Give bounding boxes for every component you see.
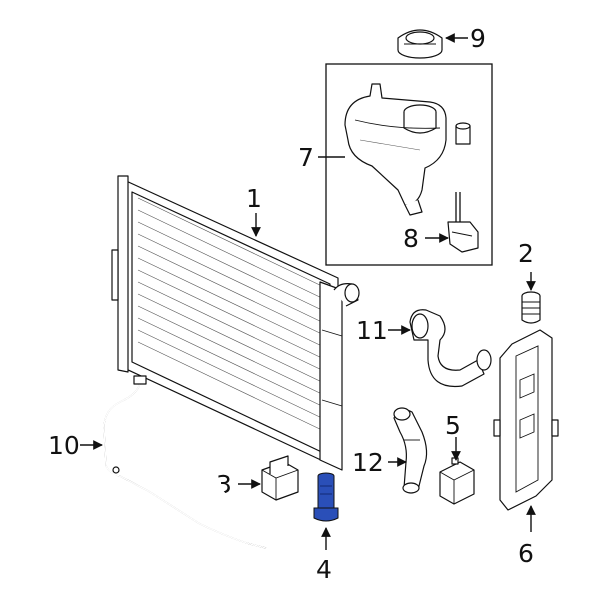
callout-10[interactable]: 10	[48, 431, 80, 460]
radiator-mount-part[interactable]	[261, 455, 299, 501]
bushing-part[interactable]	[521, 291, 541, 324]
callout-8[interactable]: 8	[403, 224, 419, 253]
upper-hose-part[interactable]	[409, 309, 492, 388]
callout-9[interactable]: 9	[470, 24, 486, 53]
callout-11[interactable]: 11	[356, 316, 388, 345]
drain-plug-part[interactable]	[313, 472, 339, 522]
callout-2[interactable]: 2	[518, 239, 534, 268]
reservoir-group-box	[325, 63, 493, 266]
radiator-part[interactable]	[111, 175, 360, 471]
callout-4[interactable]: 4	[316, 555, 332, 584]
reservoir-cap-part[interactable]	[397, 29, 443, 59]
level-sensor-part[interactable]	[447, 192, 479, 253]
side-shroud-part[interactable]	[493, 329, 559, 511]
lower-hose-part[interactable]	[393, 407, 428, 494]
callout-6[interactable]: 6	[518, 539, 534, 568]
callout-1[interactable]: 1	[246, 184, 262, 213]
temp-sensor-part[interactable]	[439, 457, 475, 505]
coolant-reservoir-part[interactable]	[344, 83, 471, 216]
callout-12[interactable]: 12	[352, 448, 384, 477]
callout-7[interactable]: 7	[298, 143, 314, 172]
callout-5[interactable]: 5	[445, 411, 461, 440]
overflow-hose-part[interactable]	[103, 375, 267, 549]
